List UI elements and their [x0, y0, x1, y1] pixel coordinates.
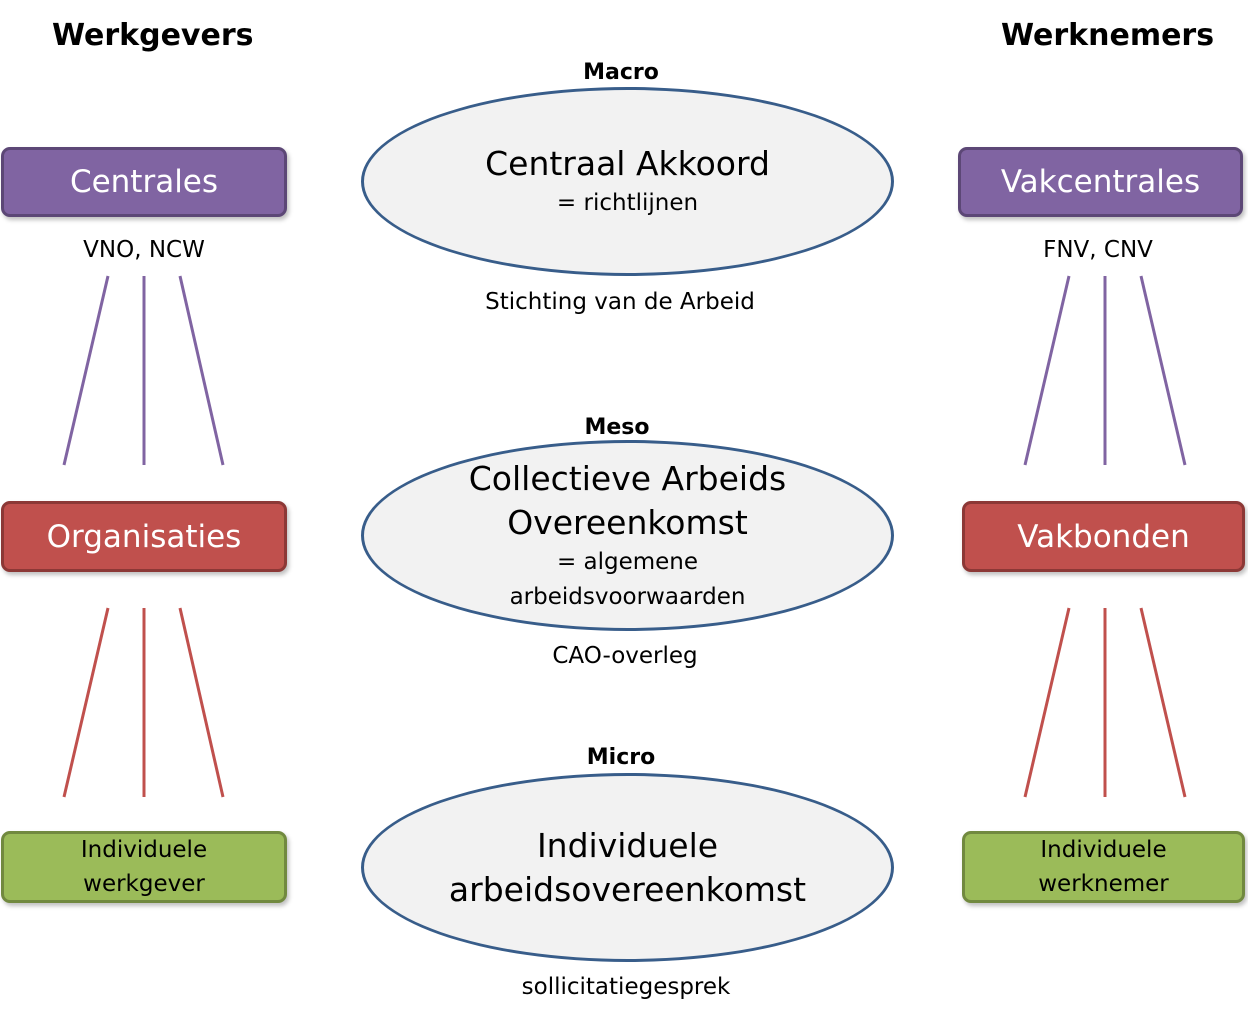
meso-title-line2: Overeenkomst — [507, 502, 748, 542]
level-micro: Micro — [586, 745, 656, 770]
connector-line — [1139, 607, 1187, 798]
macro-caption: Stichting van de Arbeid — [485, 289, 755, 315]
employee-centrales-label: Vakcentrales — [1000, 164, 1201, 200]
connector-line — [178, 275, 225, 466]
micro-ellipse: Individuele arbeidsovereenkomst — [361, 773, 894, 962]
meso-ellipse: Collectieve Arbeids Overeenkomst = algem… — [361, 440, 894, 631]
employers-heading: Werkgevers — [52, 18, 254, 53]
employer-organisaties-box: Organisaties — [1, 501, 287, 572]
employer-centrales-label: Centrales — [69, 164, 219, 200]
individual-employee-box: Individuele werknemer — [962, 831, 1245, 903]
connector-line — [178, 607, 225, 798]
employee-vakbonden-label: Vakbonden — [1017, 518, 1190, 555]
level-macro: Macro — [583, 60, 659, 85]
individual-employer-box: Individuele werkgever — [1, 831, 287, 903]
employee-centrales-members: FNV, CNV — [1043, 237, 1153, 263]
macro-ellipse: Centraal Akkoord = richtlijnen — [361, 87, 894, 276]
individual-employee-line2: werknemer — [1038, 871, 1169, 897]
employer-organisaties-label: Organisaties — [46, 518, 242, 555]
individual-employee-line1: Individuele — [1040, 837, 1167, 863]
micro-caption: sollicitatiegesprek — [521, 974, 731, 1000]
connector-line — [1023, 275, 1071, 466]
connector-line — [1139, 275, 1187, 466]
level-meso: Meso — [584, 415, 650, 440]
connector-line — [1023, 607, 1071, 798]
individual-employer-line2: werkgever — [83, 871, 205, 897]
individual-employer-line1: Individuele — [80, 837, 208, 863]
micro-title-line2: arbeidsovereenkomst — [448, 869, 807, 909]
macro-title: Centraal Akkoord — [485, 144, 770, 183]
meso-caption: CAO-overleg — [552, 643, 698, 669]
meso-title-line1: Collectieve Arbeids — [468, 458, 787, 498]
meso-subtitle-line1: = algemene — [556, 548, 699, 575]
employer-centrales-box: Centrales — [1, 147, 287, 217]
employees-heading: Werknemers — [1001, 18, 1215, 53]
employer-centrales-members: VNO, NCW — [83, 237, 205, 263]
employee-centrales-box: Vakcentrales — [958, 147, 1243, 217]
connector-line — [62, 607, 110, 798]
micro-title-line1: Individuele — [536, 825, 719, 865]
connector-line — [62, 275, 110, 466]
meso-subtitle-line2: arbeidsvoorwaarden — [509, 583, 746, 610]
macro-subtitle: = richtlijnen — [556, 190, 699, 216]
employee-vakbonden-box: Vakbonden — [962, 501, 1245, 572]
